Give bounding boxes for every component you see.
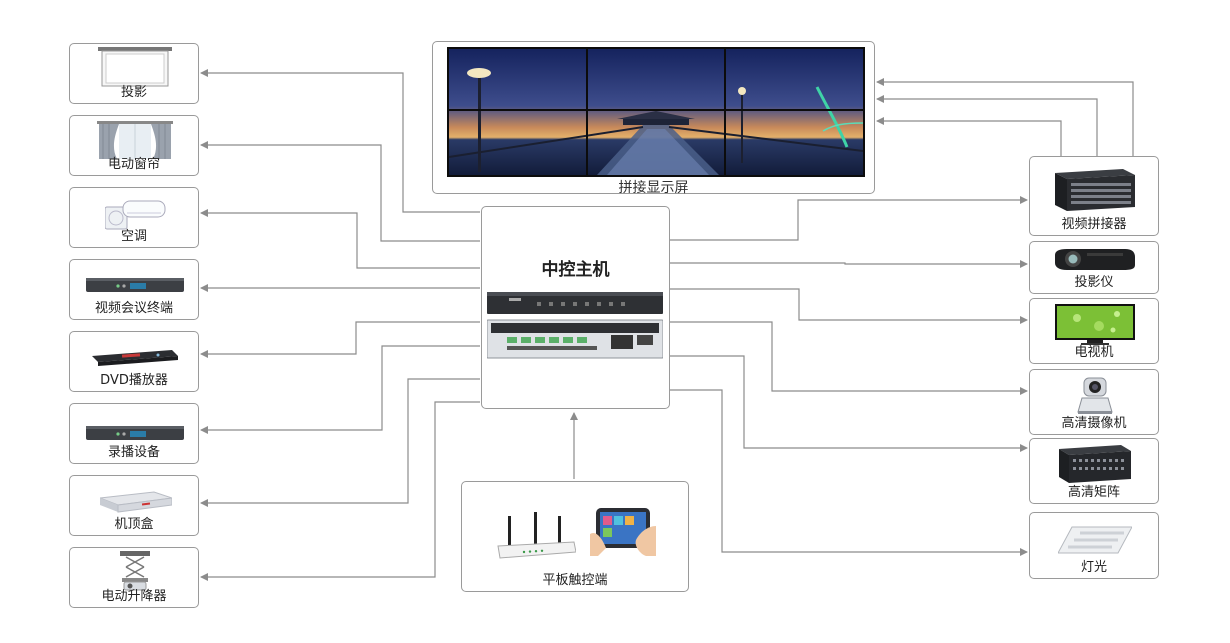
line-to-projector <box>670 260 1028 268</box>
device-label: 电动升降器 <box>101 589 167 604</box>
tablet-control-panel: 平板触控端 <box>461 481 689 592</box>
line-to-projector-lift <box>200 401 480 581</box>
video-splicer-icon <box>1055 169 1135 211</box>
line-to-curtain <box>200 141 480 242</box>
device-label: 高清摄像机 <box>1061 416 1127 431</box>
air-conditioner-icon <box>105 200 166 230</box>
device-curtain: 电动窗帘 <box>69 115 199 176</box>
tablet-icon <box>590 508 656 556</box>
device-hd-camera: 高清摄像机 <box>1029 369 1159 435</box>
device-label: 电视机 <box>1074 345 1114 360</box>
device-light: 灯光 <box>1029 512 1159 579</box>
tablet-label: 平板触控端 <box>542 573 608 588</box>
video-conference-terminal-icon <box>86 278 184 292</box>
projector-lift-icon <box>120 551 150 591</box>
device-label: 视频会议终端 <box>94 301 173 316</box>
video-wall-screen <box>447 47 865 177</box>
set-top-box-icon <box>100 491 172 513</box>
device-set-top-box: 机顶盒 <box>69 475 199 536</box>
line-splicer-to-wall-3 <box>876 117 1062 156</box>
device-video-conference-terminal: 视频会议终端 <box>69 259 199 320</box>
device-hd-matrix: 高清矩阵 <box>1029 438 1159 504</box>
device-label: 投影仪 <box>1074 275 1114 290</box>
device-projector: 投影仪 <box>1029 241 1159 294</box>
line-to-hd-camera <box>670 321 1028 395</box>
projector-icon <box>1055 249 1135 270</box>
projection-screen-icon <box>98 47 172 87</box>
line-to-video-splicer <box>670 196 1028 241</box>
device-television: 电视机 <box>1029 298 1159 364</box>
device-label: 录播设备 <box>107 445 160 460</box>
device-dvd-player: DVD播放器 <box>69 331 199 392</box>
wifi-router-icon <box>497 512 576 559</box>
light-icon <box>1058 526 1132 554</box>
line-to-air-conditioner <box>200 209 480 269</box>
line-splicer-to-wall-2 <box>876 95 1098 156</box>
device-label: 视频拼接器 <box>1061 217 1127 232</box>
device-label: 电动窗帘 <box>107 157 160 172</box>
device-recording: 录播设备 <box>69 403 199 464</box>
recording-device-icon <box>86 426 184 440</box>
central-controller-icon <box>487 292 663 359</box>
line-to-dvd-player <box>200 321 480 358</box>
central-controller-panel: 中控主机 <box>481 206 670 409</box>
device-projector-lift: 电动升降器 <box>69 547 199 608</box>
device-label: 空调 <box>120 229 147 244</box>
line-splicer-to-wall-1 <box>876 78 1134 156</box>
controller-title: 中控主机 <box>541 260 610 280</box>
television-icon <box>1055 304 1135 345</box>
device-label: 灯光 <box>1080 560 1107 575</box>
hd-matrix-icon <box>1059 445 1131 483</box>
line-to-set-top-box <box>200 378 480 507</box>
device-video-splicer: 视频拼接器 <box>1029 156 1159 236</box>
device-label: DVD播放器 <box>100 373 168 388</box>
device-label: 机顶盒 <box>114 517 154 532</box>
line-to-hd-matrix <box>670 355 1028 452</box>
device-label: 高清矩阵 <box>1067 485 1120 500</box>
line-to-television <box>670 288 1028 324</box>
hd-camera-icon <box>1077 377 1113 414</box>
device-projection-screen: 投影 <box>69 43 199 104</box>
line-to-projection-screen <box>200 69 480 213</box>
curtain-icon <box>97 121 173 159</box>
dvd-player-icon <box>92 350 178 366</box>
video-wall-label: 拼接显示屏 <box>618 180 689 196</box>
line-to-recording-device <box>200 345 480 434</box>
video-wall-panel: 拼接显示屏 <box>432 41 875 196</box>
line-to-light <box>670 389 1028 556</box>
device-air-conditioner: 空调 <box>69 187 199 248</box>
device-label: 投影 <box>120 85 147 100</box>
